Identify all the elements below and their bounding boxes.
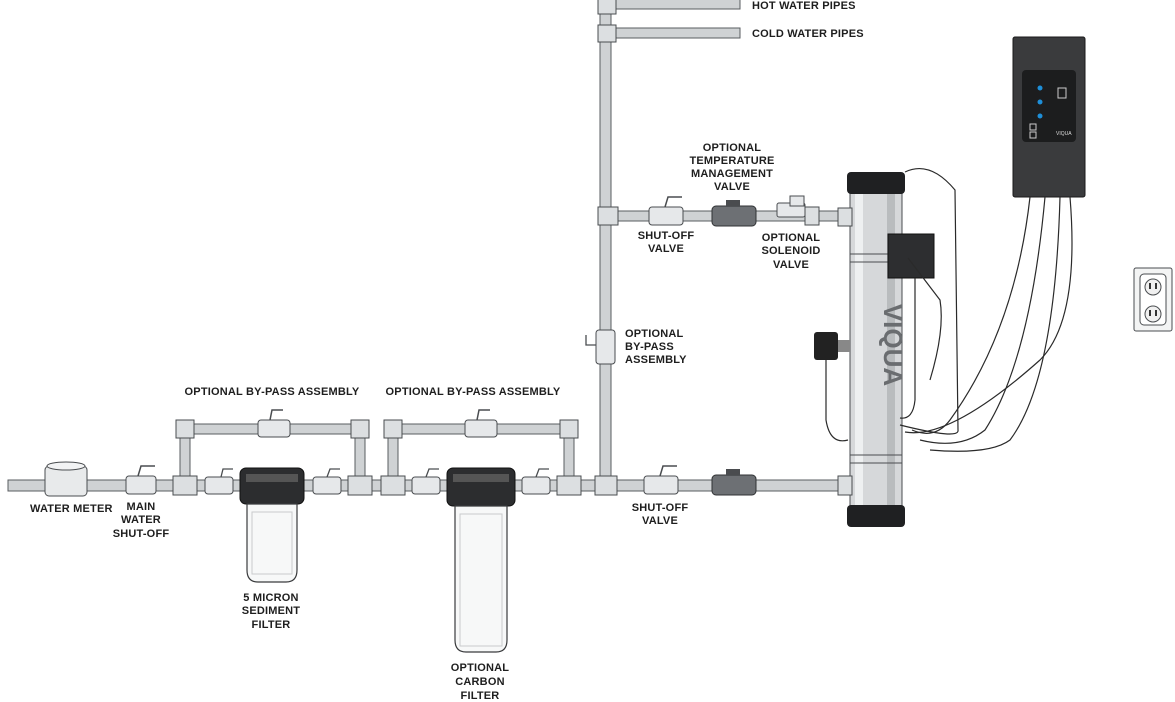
- label-sediment-filter: 5 MICRON SEDIMENT FILTER: [242, 592, 301, 631]
- label-sediment-line-2: SEDIMENT: [242, 605, 301, 617]
- label-water-meter: WATER METER: [30, 503, 113, 515]
- label-main-shutoff-line-3: SHUT-OFF: [113, 528, 170, 540]
- label-sediment-line-3: FILTER: [252, 619, 291, 631]
- label-temp-line-3: MANAGEMENT: [691, 168, 773, 180]
- lower-temperature-valve: [711, 469, 757, 496]
- label-solenoid-line-1: OPTIONAL: [762, 232, 821, 244]
- uv-intensity-sensor: [814, 332, 850, 360]
- label-hot-water-pipes: HOT WATER PIPES: [752, 0, 856, 12]
- label-upper-shutoff-line-2: VALVE: [648, 243, 684, 255]
- label-vbypass-line-2: BY-PASS: [625, 341, 674, 353]
- label-vertical-bypass: OPTIONAL BY-PASS ASSEMBLY: [625, 328, 687, 366]
- label-temp-line-2: TEMPERATURE: [689, 155, 774, 167]
- solenoid-valve: [776, 195, 820, 226]
- vertical-bypass-valve: [585, 329, 616, 365]
- uv-controller: VIQUA: [1012, 36, 1086, 198]
- label-main-shutoff-line-2: WATER: [121, 514, 161, 526]
- label-carbon-line-1: OPTIONAL: [451, 662, 510, 674]
- bypass-assembly-2: [380, 409, 582, 496]
- label-main-water-shutoff: MAIN WATER SHUT-OFF: [113, 501, 170, 540]
- label-solenoid-line-2: SOLENOID: [761, 245, 820, 257]
- label-carbon-filter: OPTIONAL CARBON FILTER: [451, 662, 510, 702]
- label-sediment-line-1: 5 MICRON: [243, 592, 298, 604]
- label-temperature-management-valve: OPTIONAL TEMPERATURE MANAGEMENT VALVE: [689, 142, 774, 193]
- controller-brand-logo: VIQUA: [1056, 131, 1072, 137]
- label-upper-shutoff-valve: SHUT-OFF VALVE: [638, 230, 695, 255]
- label-lower-shutoff-valve: SHUT-OFF VALVE: [632, 502, 689, 527]
- label-temp-line-4: VALVE: [714, 181, 750, 193]
- label-vbypass-line-3: ASSEMBLY: [625, 354, 687, 366]
- carbon-filter: [446, 467, 516, 653]
- water-meter: [44, 461, 88, 497]
- uv-top-endcap: [847, 172, 905, 194]
- label-carbon-line-3: FILTER: [461, 690, 500, 702]
- uv-sensor-box: [887, 233, 935, 279]
- uv-brand-logo: VIQUA: [878, 304, 908, 387]
- label-solenoid-line-3: VALVE: [773, 259, 809, 271]
- label-upper-shutoff-line-1: SHUT-OFF: [638, 230, 695, 242]
- sediment-filter: [239, 467, 305, 583]
- inline-valve-3: [411, 468, 441, 495]
- label-vbypass-line-1: OPTIONAL: [625, 328, 684, 340]
- hot-water-branch: [597, 0, 741, 15]
- label-lower-shutoff-line-2: VALVE: [642, 515, 678, 527]
- temperature-management-valve: [711, 200, 757, 227]
- cold-water-branch: [597, 24, 741, 43]
- label-bypass-assembly-2: OPTIONAL BY-PASS ASSEMBLY: [386, 386, 561, 398]
- upper-shutoff-valve: [648, 196, 684, 226]
- inline-valve-1: [204, 468, 234, 495]
- inline-valve-4: [521, 468, 551, 495]
- label-solenoid-valve: OPTIONAL SOLENOID VALVE: [761, 232, 820, 271]
- label-temp-line-1: OPTIONAL: [703, 142, 762, 154]
- label-lower-shutoff-line-1: SHUT-OFF: [632, 502, 689, 514]
- controller-wires: [825, 168, 1073, 452]
- inline-valve-2: [312, 468, 342, 495]
- uv-bottom-endcap: [847, 505, 905, 527]
- label-cold-water-pipes: COLD WATER PIPES: [752, 28, 864, 40]
- riser-tee-fitting: [594, 475, 618, 496]
- vertical-riser-pipe: [599, 1, 612, 487]
- label-carbon-line-2: CARBON: [455, 676, 504, 688]
- lower-shutoff-valve: [643, 465, 679, 495]
- bypass-assembly-1: [172, 409, 373, 496]
- electrical-outlet-icon: [1133, 267, 1173, 332]
- label-bypass-assembly-1: OPTIONAL BY-PASS ASSEMBLY: [185, 386, 360, 398]
- label-main-shutoff-line-1: MAIN: [127, 501, 156, 513]
- main-shutoff-valve: [125, 465, 157, 495]
